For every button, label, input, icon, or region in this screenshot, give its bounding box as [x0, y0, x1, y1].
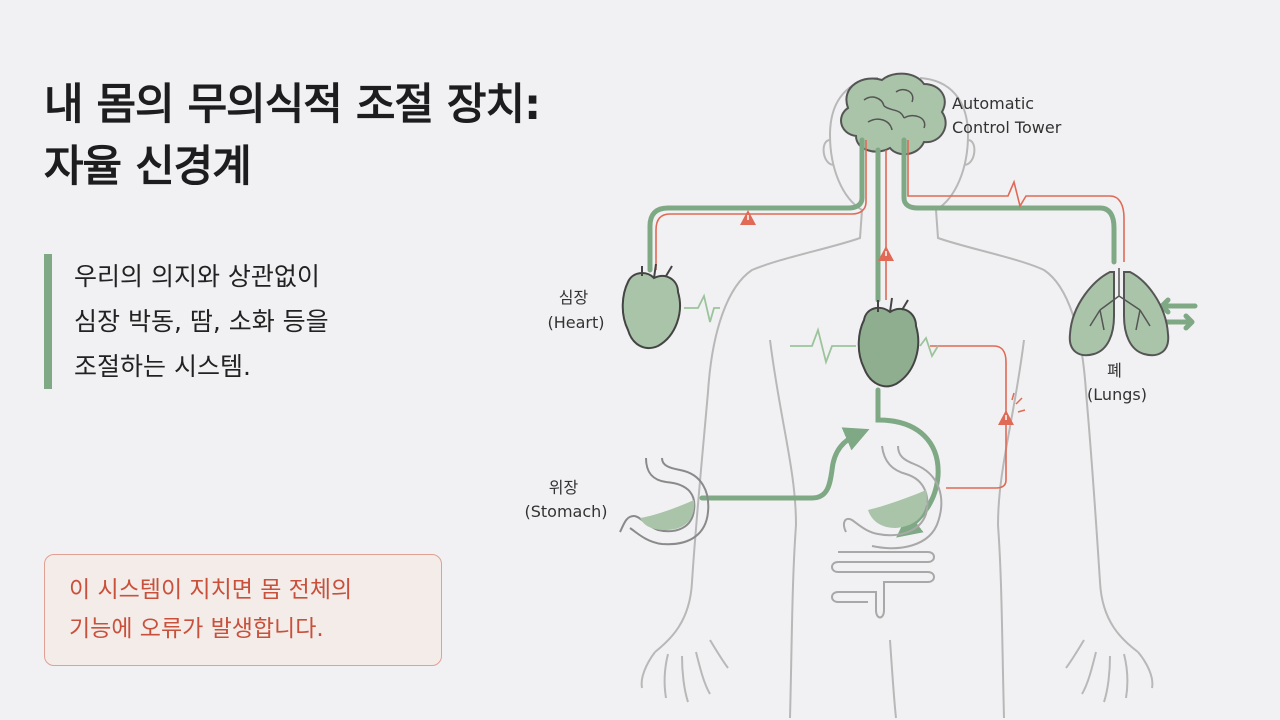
lungs-icon [1068, 268, 1170, 357]
heart-icon [621, 263, 681, 349]
lungs-label-line-1: 폐 [1107, 361, 1122, 380]
stomach-label-line-2: (Stomach) [524, 502, 607, 521]
stomach-contents [868, 490, 927, 528]
body-outline [640, 77, 1154, 719]
title-line-1: 내 몸의 무의식적 조절 장치: [44, 80, 541, 130]
stress-warning-icon [878, 246, 894, 261]
warning-line-2: 기능에 오류가 발생합니다. [69, 616, 324, 642]
stomach-icon [619, 457, 710, 546]
digestive-tract-icon [831, 445, 943, 619]
sympathetic-pathways [655, 140, 1125, 489]
heartbeat-wave [919, 336, 939, 359]
brain-icon [840, 72, 947, 156]
heart-label-line-2: (Heart) [547, 313, 604, 332]
brain-label-line-1: Automatic [952, 94, 1034, 113]
description-line-2: 심장 박동, 땀, 소화 등을 [74, 307, 329, 336]
autonomic-nervous-system-diagram: Automatic Control Tower 심장 (Heart) 폐 (Lu… [524, 72, 1198, 719]
page-title: 내 몸의 무의식적 조절 장치: 자율 신경계 [44, 74, 541, 198]
description-line-3: 조절하는 시스템. [74, 352, 251, 381]
stomach-label: 위장 (Stomach) [524, 478, 607, 521]
brain-label: Automatic Control Tower [952, 94, 1062, 137]
lungs-label: 폐 (Lungs) [1087, 361, 1147, 404]
warning-line-1: 이 시스템이 지치면 몸 전체의 [69, 577, 353, 603]
warning-box: 이 시스템이 지치면 몸 전체의 기능에 오류가 발생합니다. [44, 554, 442, 666]
description-line-1: 우리의 의지와 상관없이 [74, 262, 320, 291]
heart-icon [857, 297, 920, 388]
parasympathetic-pathways [647, 137, 1198, 538]
stress-warning-icon [740, 210, 756, 225]
description-block: 우리의 의지와 상관없이 심장 박동, 땀, 소화 등을 조절하는 시스템. [44, 254, 494, 389]
stomach-label-line-1: 위장 [549, 478, 579, 497]
heartbeat-wave [684, 293, 720, 323]
heart-label-line-1: 심장 [559, 288, 589, 307]
heartbeat-wave [790, 326, 856, 366]
stress-warning-icon [998, 392, 1026, 425]
brain-label-line-2: Control Tower [952, 118, 1062, 137]
heart-label: 심장 (Heart) [547, 288, 604, 332]
title-line-2: 자율 신경계 [44, 142, 252, 192]
lungs-label-line-2: (Lungs) [1087, 385, 1147, 404]
